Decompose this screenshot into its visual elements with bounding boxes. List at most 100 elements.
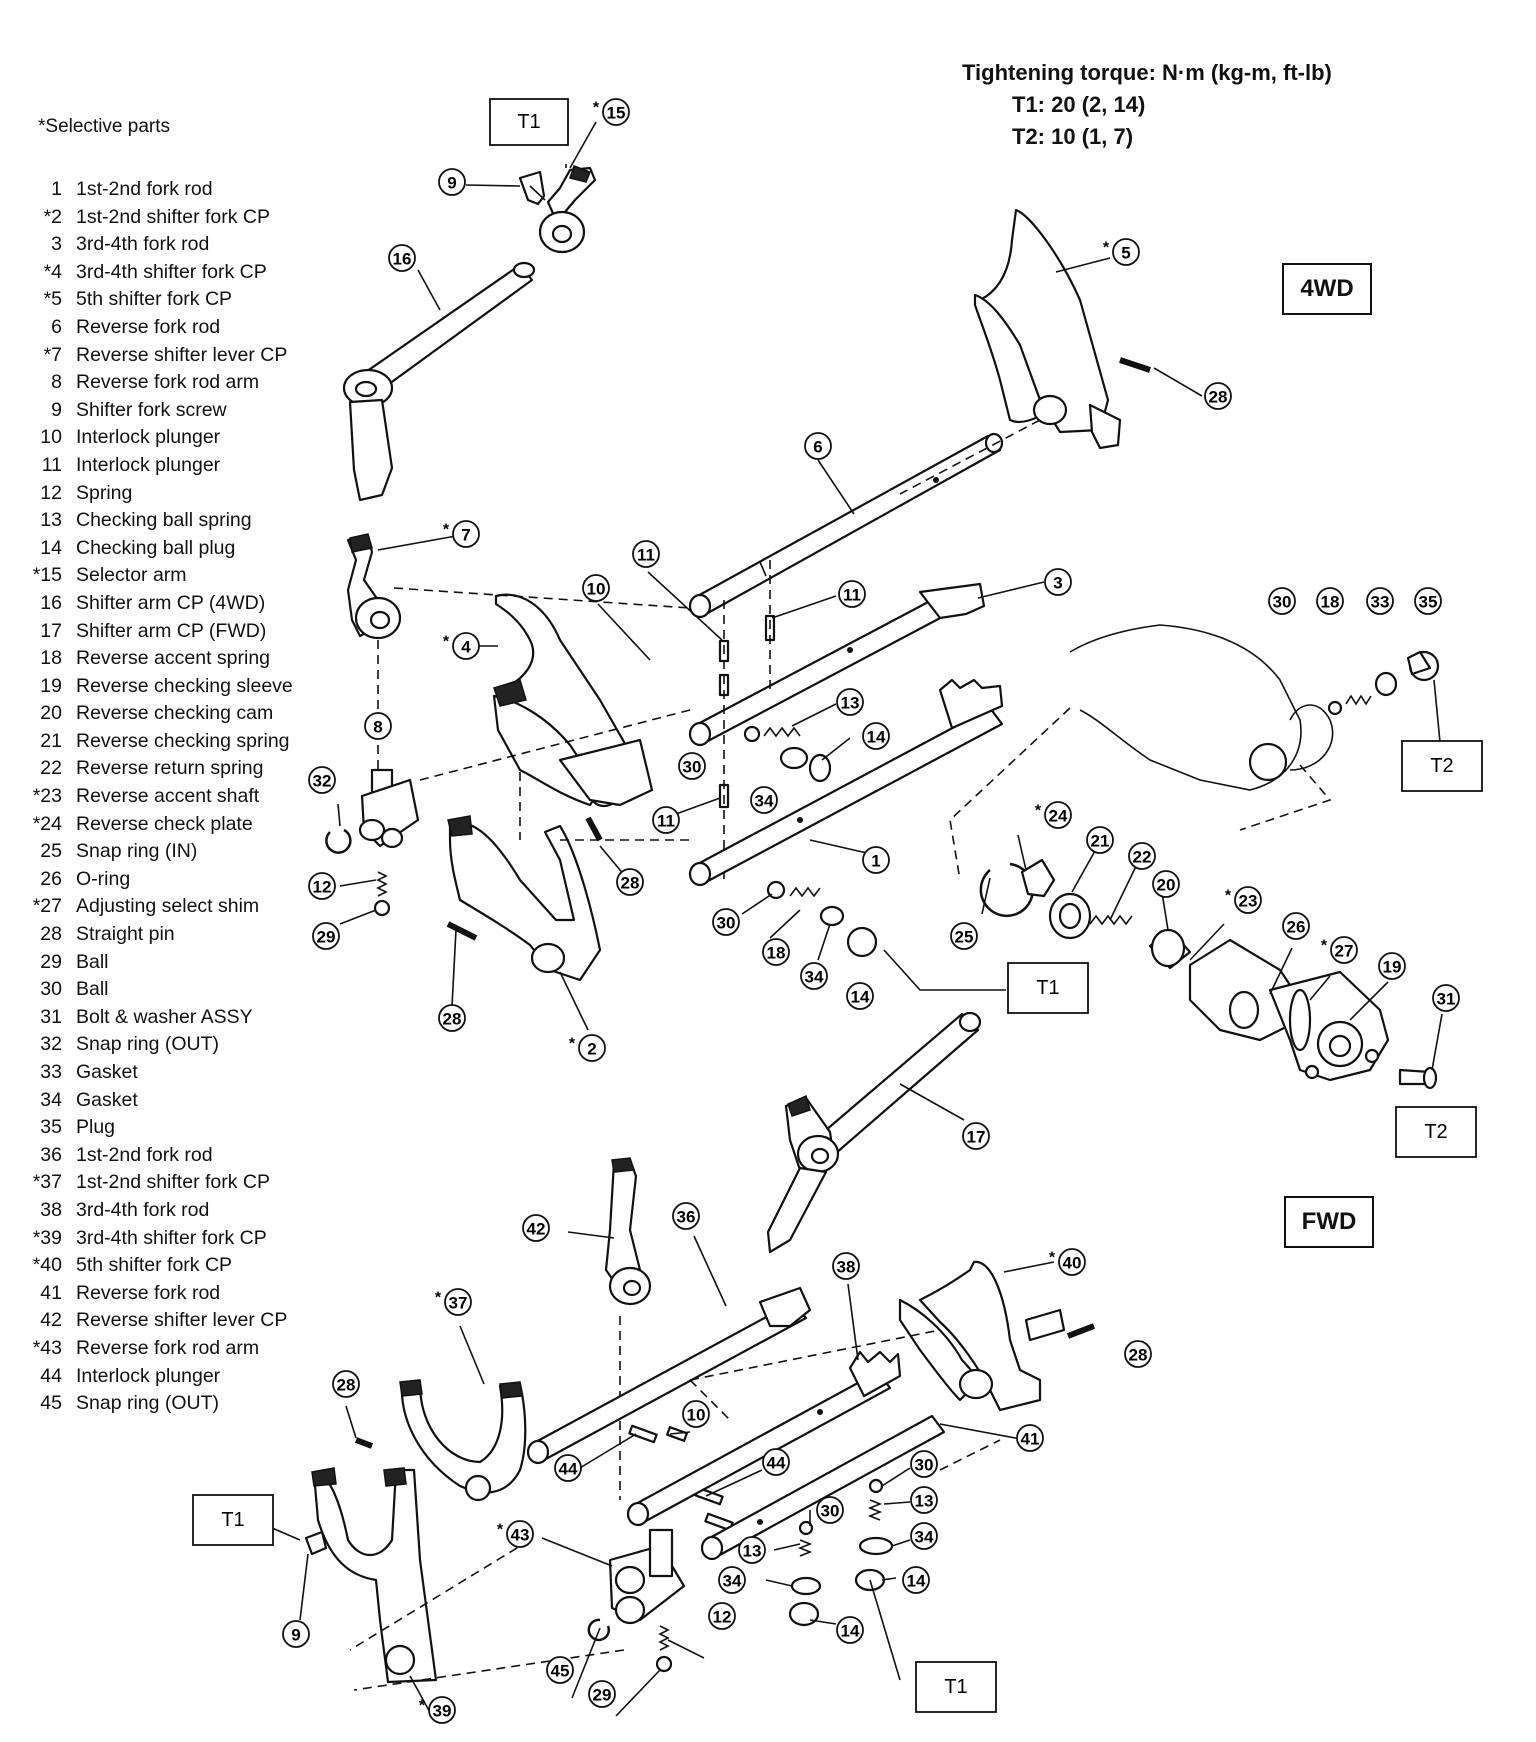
callout-c14c: 14 xyxy=(902,1566,930,1594)
legend-item-name: Spring xyxy=(76,481,133,504)
legend-item-number: 32 xyxy=(40,1033,62,1056)
legend-item-number: 8 xyxy=(51,371,62,394)
callout-c32: 32 xyxy=(308,766,336,794)
torque-title: Tightening torque: N·m (kg-m, ft-lb) xyxy=(962,60,1332,85)
legend-item-name: Gasket xyxy=(76,1088,138,1111)
legend-item-number: 17 xyxy=(40,619,62,642)
callout-c18a: 18 xyxy=(762,938,790,966)
legend-item-number: 3 xyxy=(51,233,62,256)
fifth-shifter-fork xyxy=(973,208,1122,450)
callout-c34a: 34 xyxy=(750,786,778,814)
callout-number: 21 xyxy=(1091,832,1110,851)
legend-item-name: 1st-2nd fork rod xyxy=(76,1143,213,1166)
callout-number: 12 xyxy=(713,1608,732,1627)
legend-item-name: Shifter fork screw xyxy=(76,398,227,421)
torque-box-t2-right: T2 xyxy=(1401,740,1483,792)
spring-12-upper xyxy=(373,871,391,917)
legend-item-name: 1st-2nd fork rod xyxy=(76,178,213,200)
torque-box-t1-top: T1 xyxy=(489,98,569,146)
legend-item-number: *43 xyxy=(32,1336,62,1359)
callout-number: 1 xyxy=(871,852,880,871)
reverse-shifter-lever xyxy=(346,533,402,640)
shifter-arm-4wd xyxy=(342,261,536,502)
callout-c31: 31 xyxy=(1432,984,1460,1012)
callout-number: 20 xyxy=(1157,876,1176,895)
callout-c12a: 12 xyxy=(308,872,336,900)
legend-item-name: Reverse fork rod arm xyxy=(76,1336,260,1359)
legend-item-number: 36 xyxy=(40,1143,62,1166)
legend-item-number: *27 xyxy=(32,895,62,918)
callout-number: 39 xyxy=(433,1702,452,1721)
svg-text:T1: T1 xyxy=(221,1509,244,1531)
legend-item-name: Checking ball plug xyxy=(76,536,236,559)
callout-c13a: 13 xyxy=(836,688,864,716)
legend-item: 14 Checking ball plug xyxy=(24,535,293,563)
callout-c10a: 10 xyxy=(582,574,610,602)
legend-item: *27 Adjusting select shim xyxy=(24,893,293,921)
callout-number: 28 xyxy=(621,874,640,893)
third-fourth-shifter-fork xyxy=(492,593,654,808)
callout-c38: 38 xyxy=(832,1252,860,1280)
callout-c20: 20 xyxy=(1152,870,1180,898)
callout-c14d: 14 xyxy=(836,1616,864,1644)
legend-item-number: 42 xyxy=(40,1309,62,1332)
legend-item-number: 33 xyxy=(40,1061,62,1083)
torque-box-t1-mid: T1 xyxy=(1007,962,1089,1014)
callout-c26: 26 xyxy=(1282,912,1310,940)
callout-c11c: 11 xyxy=(652,806,680,834)
legend-item-number: 14 xyxy=(40,536,62,559)
legend-item-number: 19 xyxy=(40,674,62,697)
callout-c28d: 28 xyxy=(332,1370,360,1398)
torque-t2: T2: 10 (1, 7) xyxy=(1012,124,1134,149)
legend-item-number: 31 xyxy=(40,1005,62,1028)
callout-number: 28 xyxy=(337,1376,356,1395)
legend-item-number: 18 xyxy=(40,647,62,670)
svg-text:T1: T1 xyxy=(1036,977,1059,999)
legend-item-name: Reverse fork rod arm xyxy=(76,371,260,394)
callout-c44b: 44 xyxy=(762,1448,790,1476)
legend-item-name: Adjusting select shim xyxy=(76,895,260,918)
callout-c17: 17 xyxy=(962,1122,990,1150)
legend-item-number: 25 xyxy=(40,840,62,863)
legend-item-name: 3rd-4th fork rod xyxy=(76,1198,210,1221)
callout-c2: *2 xyxy=(569,1034,606,1062)
callout-number: 7 xyxy=(461,526,470,545)
legend-item-number: *39 xyxy=(32,1226,62,1249)
callout-c37: *37 xyxy=(435,1288,472,1316)
first-second-shifter-fork xyxy=(447,815,602,982)
legend-item-name: O-ring xyxy=(76,867,131,890)
callout-number: 14 xyxy=(841,1622,860,1641)
callout-number: 8 xyxy=(373,718,382,737)
callout-number: 30 xyxy=(683,758,702,777)
selector-arm xyxy=(538,165,597,254)
callout-c10b: 10 xyxy=(682,1400,710,1428)
callout-number: 23 xyxy=(1239,892,1258,911)
svg-text:T1: T1 xyxy=(517,111,540,133)
callout-c30a: 30 xyxy=(678,752,706,780)
callout-number: 36 xyxy=(677,1208,696,1227)
callout-number: 28 xyxy=(1209,388,1228,407)
legend-item: *43 Reverse fork rod arm xyxy=(24,1335,293,1363)
callout-number: 11 xyxy=(843,586,861,605)
callout-number: 34 xyxy=(915,1528,934,1547)
callout-c6: 6 xyxy=(804,432,832,460)
callout-c44a: 44 xyxy=(554,1454,582,1482)
legend-item-name: Ball xyxy=(76,950,109,973)
